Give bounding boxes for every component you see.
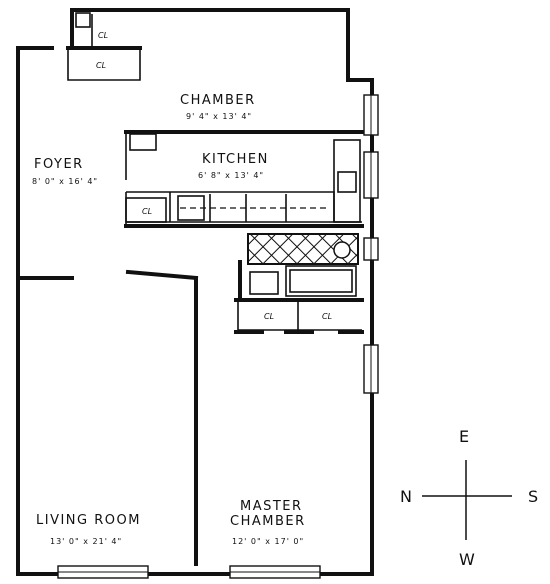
chamber-label: CHAMBER xyxy=(180,93,256,108)
foyer-size: 8' 0" x 16' 4" xyxy=(32,177,98,186)
top-closets xyxy=(66,12,142,81)
master-chamber-size: 12' 0" x 17' 0" xyxy=(232,537,304,546)
closet-label: CL xyxy=(322,312,332,321)
windows xyxy=(57,94,379,579)
compass-north: N xyxy=(400,487,412,506)
kitchen-label: KITCHEN xyxy=(202,152,269,167)
compass-west: W xyxy=(459,550,475,569)
closet-label: CL xyxy=(264,312,274,321)
bedroom-closets xyxy=(234,300,364,334)
living-room-label: LIVING ROOM xyxy=(36,513,141,528)
interior-walls xyxy=(124,130,364,228)
partition-walls xyxy=(16,269,199,566)
kitchen-closet xyxy=(125,197,167,223)
master-chamber-label-1: MASTER xyxy=(240,499,303,514)
master-chamber-label-2: CHAMBER xyxy=(230,514,306,529)
bathroom xyxy=(234,233,364,302)
compass-rose: E N S W xyxy=(400,427,538,569)
closet-label: CL xyxy=(96,61,106,70)
compass-east: E xyxy=(459,427,469,446)
closet-label: CL xyxy=(98,31,108,40)
chamber-size: 9' 4" x 13' 4" xyxy=(186,112,252,121)
kitchen-size: 6' 8" x 13' 4" xyxy=(198,171,264,180)
closet-label: CL xyxy=(142,207,152,216)
compass-south: S xyxy=(528,487,538,506)
foyer-label: FOYER xyxy=(34,157,84,172)
living-room-size: 13' 0" x 21' 4" xyxy=(50,537,122,546)
